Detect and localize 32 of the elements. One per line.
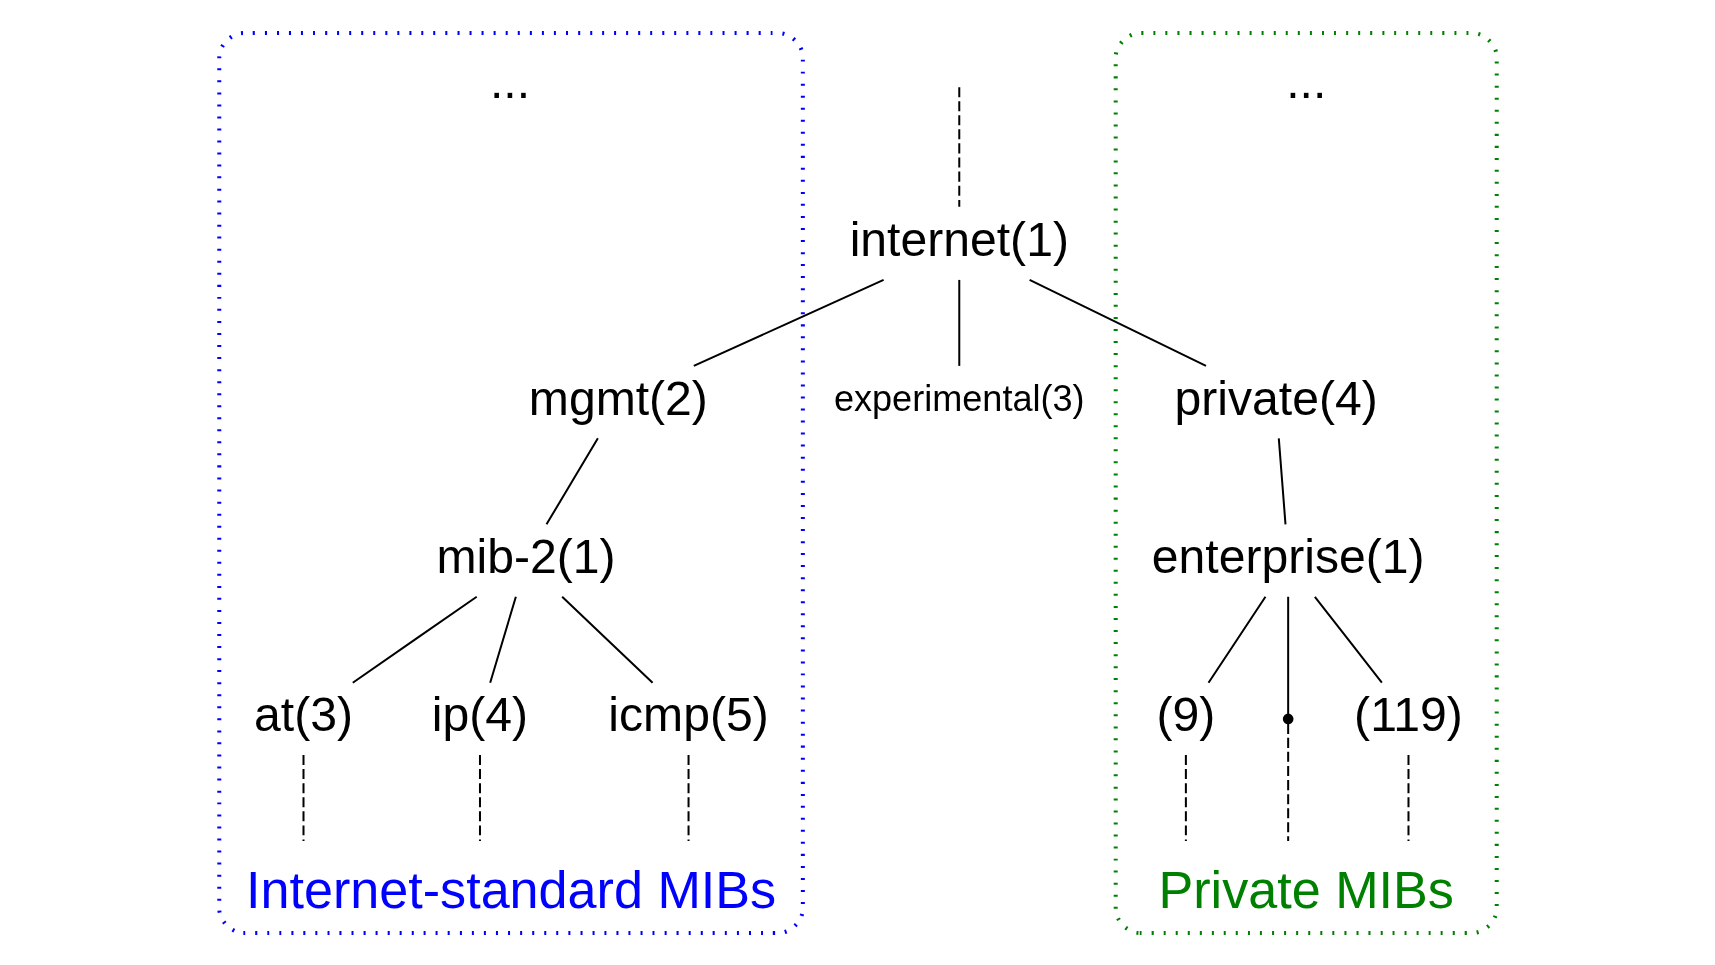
- node-text: (119): [1353, 686, 1463, 741]
- node-text: at(3): [253, 686, 353, 741]
- connector: [545, 437, 599, 525]
- node-text: icmp(5): [607, 686, 769, 741]
- connector: [957, 86, 960, 207]
- connector: [1277, 437, 1286, 524]
- connector: [692, 278, 884, 367]
- connector: [560, 595, 653, 683]
- node-point: [1282, 713, 1293, 724]
- label: ...: [489, 53, 530, 108]
- connector: [488, 596, 517, 683]
- node-text: private(4): [1174, 370, 1378, 424]
- connector: [1207, 595, 1266, 683]
- connector: [351, 595, 477, 684]
- node-text: mgmt(2): [528, 370, 708, 424]
- connector: [302, 754, 304, 841]
- node-text: mib-2(1): [436, 528, 616, 583]
- connector: [1286, 596, 1289, 714]
- connector: [687, 754, 690, 841]
- connector: [1184, 754, 1187, 841]
- connector: [957, 279, 960, 366]
- connector: [478, 754, 481, 841]
- connector: [1028, 278, 1206, 367]
- node-text: internet(1): [849, 211, 1069, 266]
- node-text: enterprise(1): [1151, 528, 1425, 583]
- node-text: experimental(3): [833, 377, 1085, 419]
- node-text: (9): [1155, 686, 1215, 741]
- connector: [1407, 754, 1409, 841]
- connector: [1313, 595, 1383, 683]
- label: ...: [1285, 53, 1326, 108]
- connector: [1286, 723, 1289, 841]
- node-text: ip(4): [431, 686, 528, 741]
